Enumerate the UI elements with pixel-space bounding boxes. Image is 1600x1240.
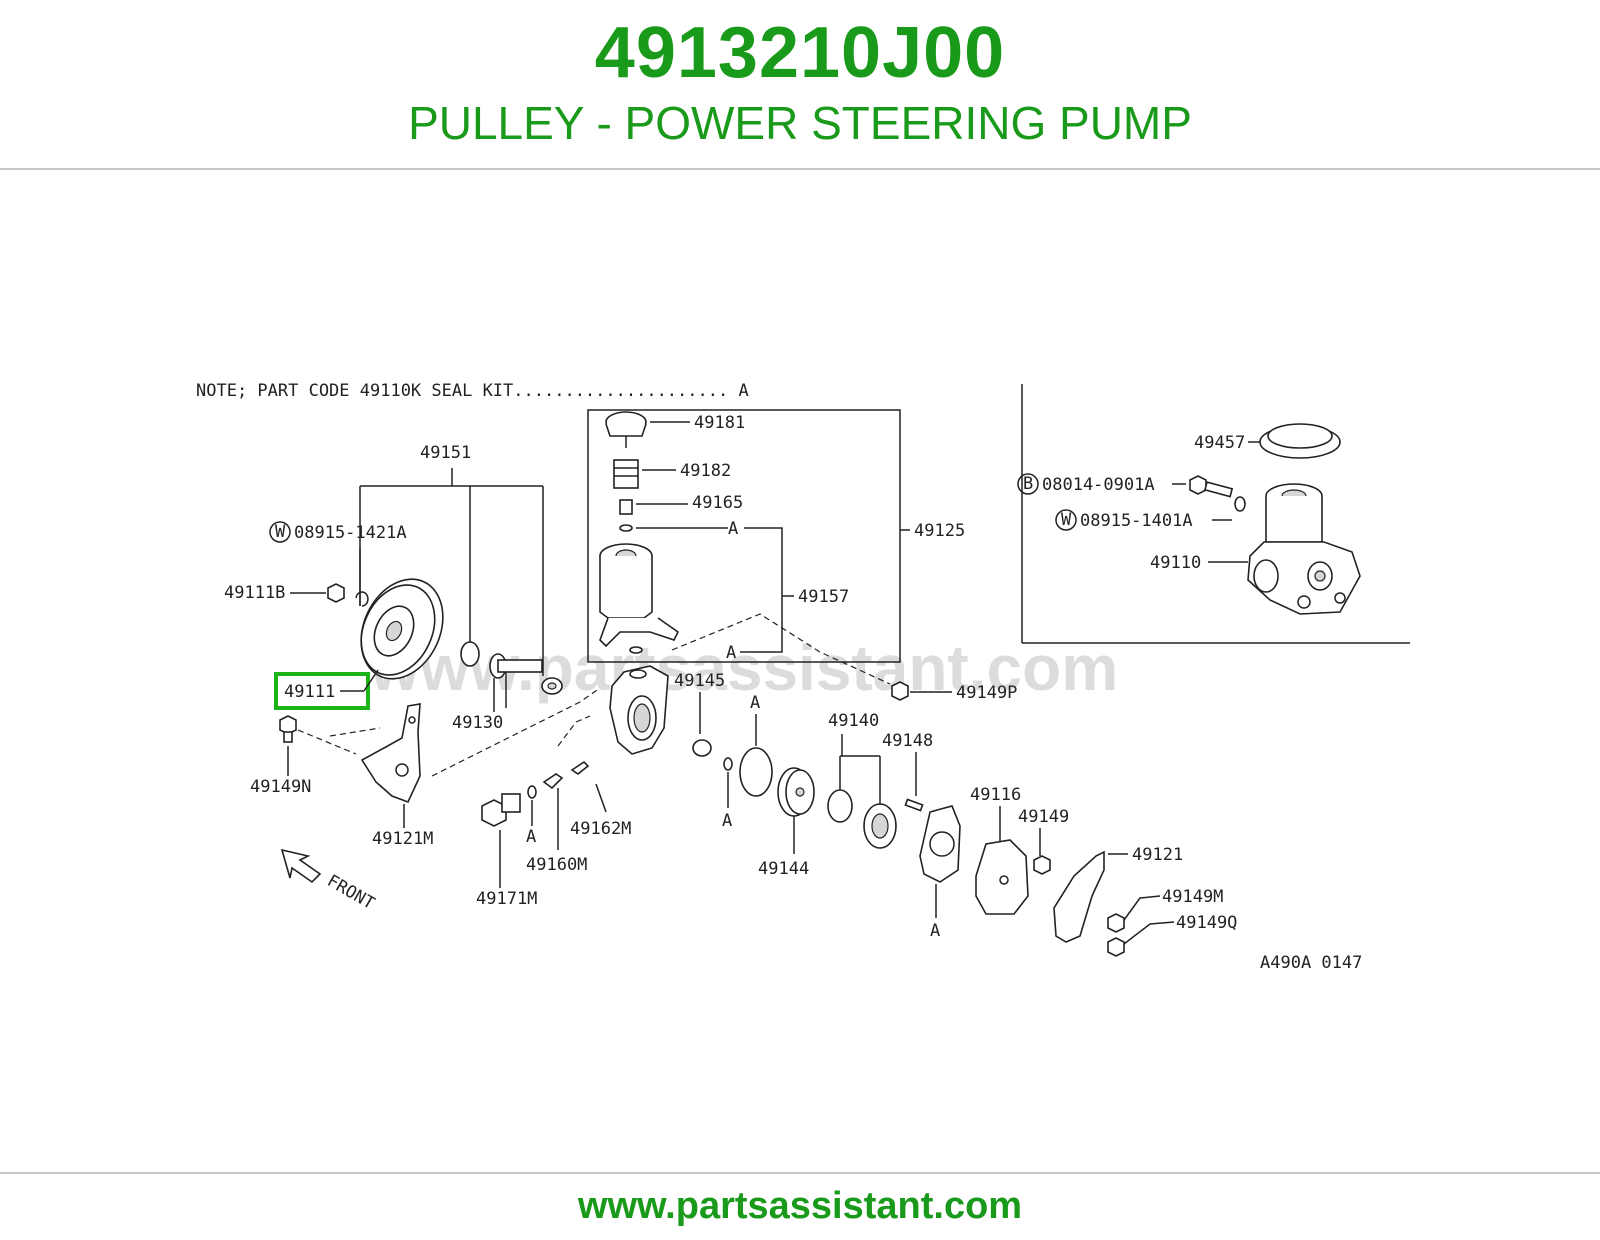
label-49149M: 49149M bbox=[1162, 887, 1223, 907]
label-49130: 49130 bbox=[452, 713, 503, 733]
label-49149N: 49149N bbox=[250, 777, 311, 797]
label-49110: 49110 bbox=[1150, 553, 1201, 573]
mark-b: B bbox=[1023, 474, 1033, 494]
reservoir-group-box bbox=[587, 409, 901, 663]
ref-a-3: A bbox=[526, 827, 536, 847]
label-49144: 49144 bbox=[758, 859, 809, 879]
seal-49145 bbox=[692, 739, 712, 757]
label-08014-0901A: 08014-0901A bbox=[1042, 475, 1155, 495]
figure-code: A490A 0147 bbox=[1260, 953, 1362, 973]
washer-08915-1401A bbox=[1234, 496, 1246, 512]
exploded-parts-diagram: www.partsassistant.com NOTE; PART CODE 4… bbox=[180, 336, 1420, 1012]
label-49111B: 49111B bbox=[224, 583, 285, 603]
label-49111[interactable]: 49111 bbox=[284, 682, 335, 702]
reservoir-tank-49157 bbox=[599, 543, 680, 648]
mark-w-1: W bbox=[275, 522, 286, 542]
page-header: 4913210J00 PULLEY - POWER STEERING PUMP bbox=[0, 0, 1600, 168]
label-49125: 49125 bbox=[914, 521, 965, 541]
label-49171M: 49171M bbox=[476, 889, 537, 909]
shaft-49130 bbox=[489, 653, 543, 708]
label-49149P: 49149P bbox=[956, 683, 1017, 703]
o-ring-small bbox=[629, 646, 643, 654]
o-ring-a bbox=[739, 747, 773, 797]
label-49162M: 49162M bbox=[570, 819, 631, 839]
label-08915-1401A: 08915-1401A bbox=[1080, 511, 1193, 531]
label-49121: 49121 bbox=[1132, 845, 1183, 865]
reservoir-lid-49457 bbox=[1259, 423, 1341, 459]
bolt-08014-0901A bbox=[1189, 475, 1234, 498]
pin-49148 bbox=[904, 798, 924, 812]
washer-mark-icon-2 bbox=[1055, 509, 1077, 531]
label-49165: 49165 bbox=[692, 493, 743, 513]
bolt-49165 bbox=[619, 499, 633, 515]
bolt-49149Q bbox=[1107, 937, 1125, 957]
rotor-49144 bbox=[777, 767, 815, 817]
bracket-49121 bbox=[1053, 850, 1105, 943]
label-49181: 49181 bbox=[694, 413, 745, 433]
ref-a-4: A bbox=[930, 921, 940, 941]
washer-49111B bbox=[355, 591, 369, 607]
part-number-title: 4913210J00 bbox=[594, 13, 1006, 93]
ref-a-6: A bbox=[726, 643, 736, 663]
highlight-box-49111 bbox=[274, 672, 370, 710]
label-08915-1421A: 08915-1421A bbox=[294, 523, 407, 543]
label-49151: 49151 bbox=[420, 443, 471, 463]
rear-cover-49116 bbox=[975, 839, 1029, 915]
washer-mark-icon bbox=[269, 521, 291, 543]
bolt-mark-icon bbox=[1017, 473, 1039, 495]
filter-49182 bbox=[613, 459, 639, 489]
nut-49111B bbox=[327, 583, 345, 603]
bolt-49149 bbox=[1033, 855, 1051, 875]
bolt-49149P bbox=[891, 681, 909, 701]
bolt-49149M bbox=[1107, 913, 1125, 933]
mark-w-2: W bbox=[1061, 510, 1072, 530]
footer-site-link[interactable]: www.partsassistant.com bbox=[577, 1185, 1023, 1227]
label-49157: 49157 bbox=[798, 587, 849, 607]
label-49457: 49457 bbox=[1194, 433, 1245, 453]
label-49121M: 49121M bbox=[372, 829, 433, 849]
seal-kit-note: NOTE; PART CODE 49110K SEAL KIT.........… bbox=[196, 381, 749, 401]
ref-a-5: A bbox=[728, 519, 738, 539]
pump-assembly-49110 bbox=[1247, 483, 1361, 615]
front-arrow-icon bbox=[280, 848, 322, 884]
label-49145: 49145 bbox=[674, 671, 725, 691]
label-49160M: 49160M bbox=[526, 855, 587, 875]
snap-ring-49151 bbox=[460, 641, 480, 667]
bolt-49149N bbox=[279, 715, 297, 743]
label-49149Q: 49149Q bbox=[1176, 913, 1237, 933]
label-49182: 49182 bbox=[680, 461, 731, 481]
gasket-a bbox=[919, 805, 961, 883]
cam-ring-49140 bbox=[827, 789, 897, 849]
reservoir-cap-49181 bbox=[605, 411, 647, 448]
bracket-49121M bbox=[360, 703, 421, 804]
spool-spring bbox=[542, 760, 590, 790]
label-49140: 49140 bbox=[828, 711, 879, 731]
plug-49171M bbox=[481, 793, 521, 827]
ref-a-1: A bbox=[750, 693, 760, 713]
label-49148: 49148 bbox=[882, 731, 933, 751]
footer-divider bbox=[0, 1172, 1600, 1174]
part-name-subtitle: PULLEY - POWER STEERING PUMP bbox=[408, 97, 1192, 149]
ref-a-2: A bbox=[722, 811, 732, 831]
header-divider bbox=[0, 168, 1600, 170]
pump-housing bbox=[609, 665, 669, 755]
label-49149: 49149 bbox=[1018, 807, 1069, 827]
label-49116: 49116 bbox=[970, 785, 1021, 805]
pulley-49111 bbox=[360, 578, 444, 680]
